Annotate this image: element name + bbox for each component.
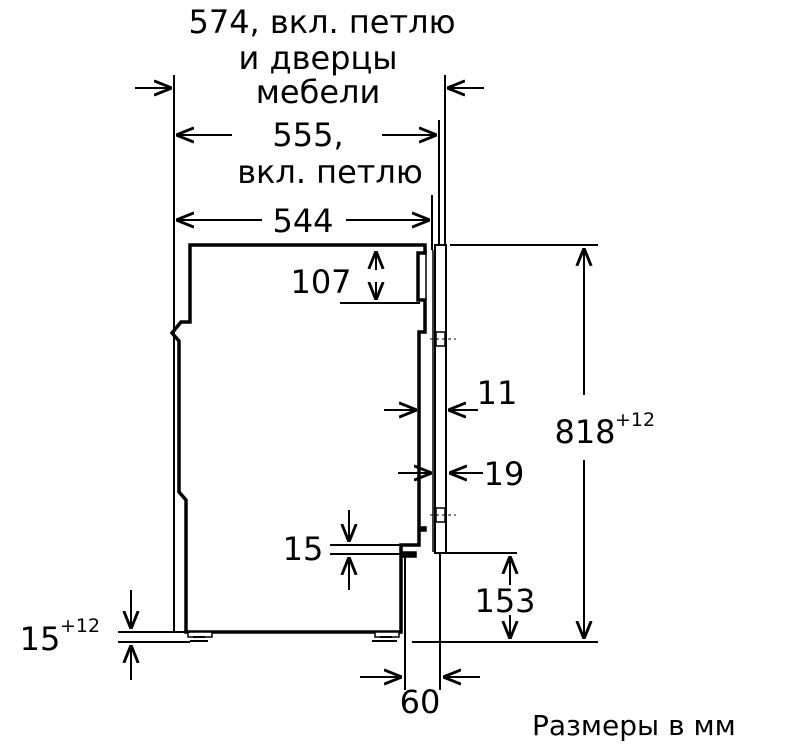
door-panel — [434, 244, 447, 554]
width-with-door-label-1: 574, вкл. петлю — [188, 3, 455, 41]
front-foot — [187, 631, 213, 642]
bottom-153-label: 153 — [474, 582, 535, 620]
bottom-60-label: 60 — [400, 683, 441, 721]
dimension-544 — [176, 195, 433, 250]
dimension-555 — [176, 120, 440, 250]
feet-tolerance-label: +12 — [60, 615, 100, 637]
step-15-label: 15 — [283, 530, 324, 568]
gap-11-label: 11 — [477, 374, 518, 412]
dimension-107 — [340, 251, 420, 304]
feet-15-label: 15 — [20, 620, 61, 658]
body-width-label: 544 — [272, 202, 333, 240]
width-with-door-label-2: и дверцы — [239, 39, 398, 77]
hinge-lower — [430, 507, 456, 523]
top-offset-label: 107 — [290, 263, 351, 301]
dimension-60 — [360, 553, 480, 690]
dimension-15-step — [330, 510, 405, 590]
dimension-574 — [135, 75, 484, 632]
dimension-153 — [438, 552, 517, 639]
height-tolerance-label: +12 — [615, 409, 655, 431]
rear-foot — [372, 631, 400, 642]
height-main-label: 818 — [554, 413, 615, 451]
width-with-door-label-3: мебели — [256, 73, 381, 111]
units-caption: Размеры в мм — [532, 709, 736, 742]
gap-19-label: 19 — [484, 455, 525, 493]
hinge-upper — [430, 331, 456, 347]
width-with-hinge-label-2: вкл. петлю — [237, 153, 423, 191]
width-with-hinge-label-1: 555, — [272, 116, 343, 154]
dimension-15-feet — [118, 590, 190, 680]
dimension-818 — [412, 244, 598, 643]
